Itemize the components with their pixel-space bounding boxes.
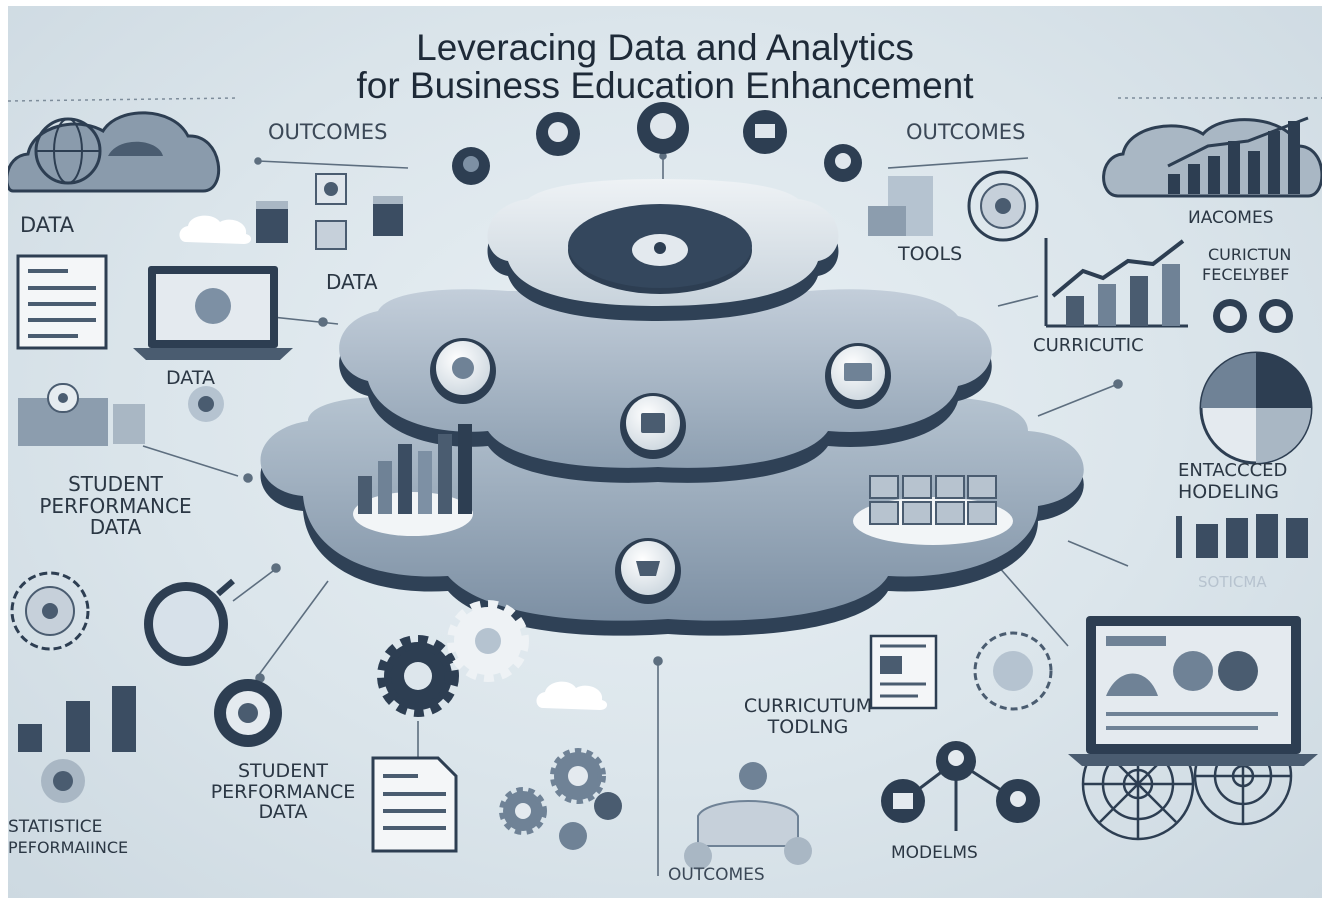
title-rule-left: [8, 97, 239, 102]
top-circle-icons: [452, 102, 862, 185]
label-curricutun-1: CURICTUN: [1208, 245, 1292, 264]
label-entacced-1: ENTACCCED: [1178, 460, 1288, 481]
label-curricutic: CURRICUTIC: [1033, 335, 1144, 356]
globe-cloud-icon: [8, 111, 220, 193]
small-cloud-icon-2: [536, 681, 608, 710]
label-modelms: MODELMS: [891, 843, 978, 863]
label-statistice-1: STATISTICE: [8, 817, 103, 837]
label-statistice-2: PEFORMAIINCE: [8, 838, 129, 857]
student-left-line-3: DATA: [89, 515, 142, 540]
tools-icon: [868, 170, 1039, 242]
small-report-icon: [869, 631, 1053, 711]
badge-icon: [41, 679, 282, 803]
student-bottom-line-3: DATA: [258, 801, 308, 824]
student-bottom-line-1: STUDENT: [237, 760, 329, 782]
server-stack-icon: [256, 173, 403, 250]
infographic-canvas: Leveracing Data and Analytics for Busine…: [8, 6, 1322, 898]
label-outcomes-top-left: OUTCOMES: [268, 120, 388, 144]
left-small-icons: [18, 383, 224, 446]
platform-top-tier: [487, 179, 839, 321]
title-line-1: Leveracing Data and Analytics: [416, 27, 914, 68]
pie-chart-icon: [1199, 351, 1313, 465]
magnifier-icon: [144, 578, 235, 666]
dial-icons: [1213, 299, 1293, 333]
student-left-line-2: PERFORMANCE: [39, 493, 192, 518]
label-outcomes-top-right: OUTCOMES: [906, 120, 1026, 144]
label-student-performance-bottom: STUDENT PERFORMANCE DATA: [193, 761, 373, 823]
label-entacced-2: HODELING: [1178, 481, 1280, 503]
curriculum-tooling-line-1: CURRICUTUM: [743, 695, 873, 717]
dashboard-laptop-icon: [1068, 616, 1318, 766]
diagram-artwork: [8, 97, 1322, 876]
curriculum-tooling-line-2: TODLNG: [767, 715, 849, 738]
chart-cloud-icon: [1102, 116, 1322, 198]
bar-chart-icon: [18, 686, 136, 752]
report-document-icon: [371, 756, 458, 853]
label-curriculum-tooling: CURRICUTUM TODLNG: [698, 696, 918, 737]
label-faded-right: SOTICMA: [1198, 573, 1267, 591]
label-curricutun-2: FECELYBEF: [1202, 265, 1290, 284]
label-outcomes-bottom: OUTCOMES: [668, 865, 765, 885]
label-data-center: DATA: [326, 270, 378, 294]
platform-nodes: [430, 338, 891, 604]
platform-cube-grid-icon: [853, 475, 1013, 545]
modeling-bar-chart-icon: [1176, 514, 1308, 558]
document-icon: [16, 254, 108, 350]
student-bottom-line-2: PERFORMANCE: [210, 780, 356, 803]
laptop-icon: [133, 266, 293, 360]
label-data-left: DATA: [20, 213, 75, 237]
student-left-line-1: STUDENT: [68, 472, 163, 496]
label-data-laptop: DATA: [166, 367, 215, 389]
target-icon: [10, 571, 90, 651]
label-inacomes: ИACOMES: [1188, 208, 1274, 228]
hub-icon: [684, 762, 812, 870]
small-cloud-icon: [179, 215, 252, 244]
gear-icon: [377, 600, 529, 717]
network-icon: [881, 741, 1040, 831]
title-line-2: for Business Education Enhancement: [356, 65, 974, 106]
label-tools: TOOLS: [898, 243, 963, 265]
line-chart-icon: [1044, 238, 1188, 328]
label-student-performance-left: STUDENT PERFORMANCE DATA: [8, 472, 223, 540]
platform-bar-chart-icon: [353, 424, 473, 536]
gear-cluster-icon: [499, 748, 622, 850]
platform-middle-tier: [339, 289, 992, 483]
